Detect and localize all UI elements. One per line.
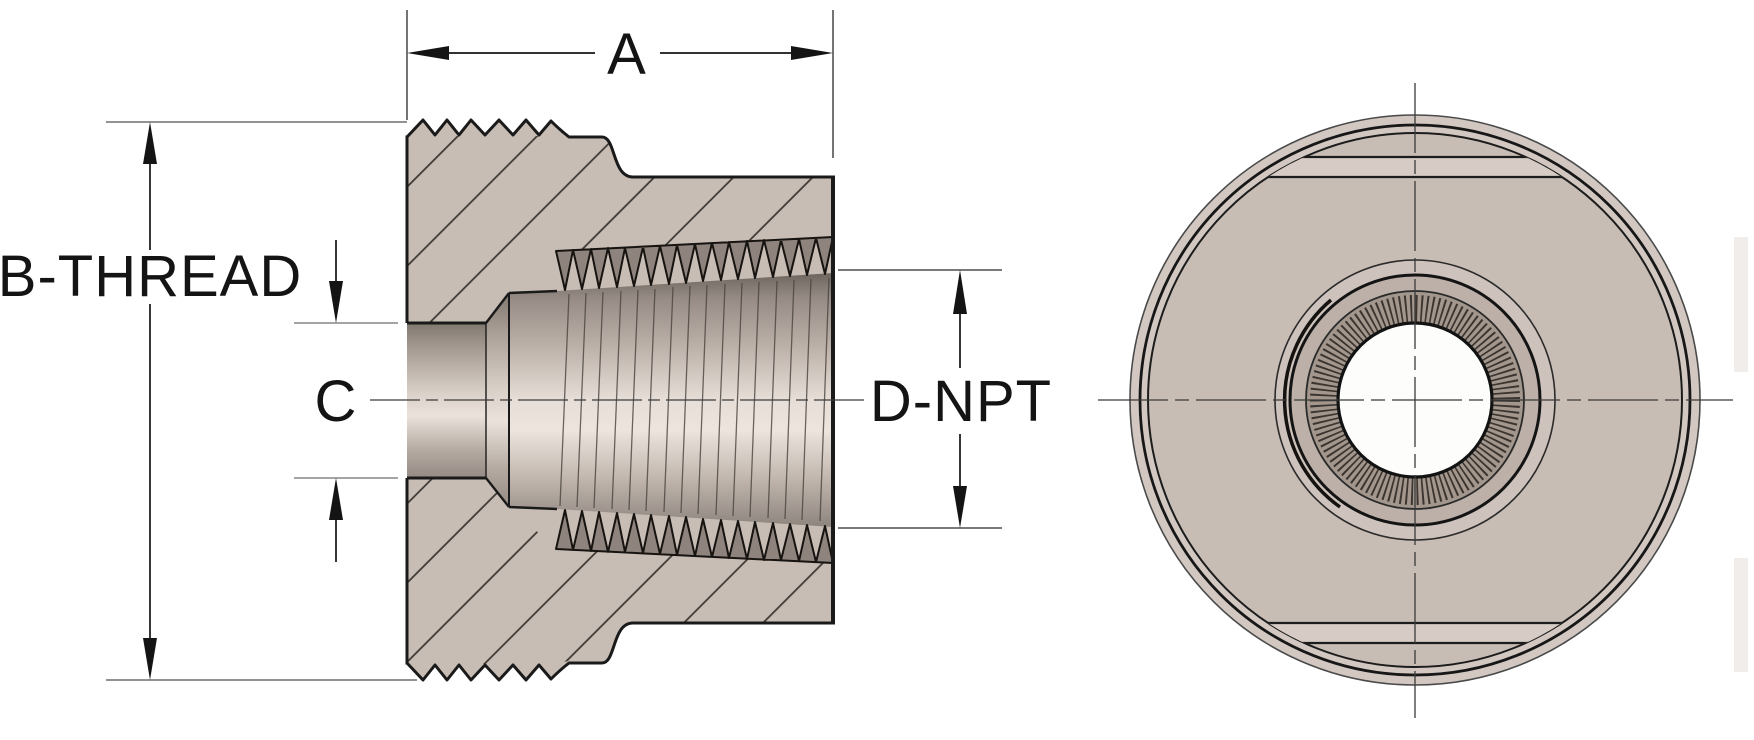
arrowhead-up-icon <box>329 478 343 520</box>
internal-thread-teeth-top <box>555 236 834 291</box>
thread-land-bottom-edge <box>508 505 558 511</box>
edge-artifact-bottom <box>1734 558 1748 672</box>
dimension-c: C <box>294 240 398 562</box>
arrowhead-right-icon <box>791 46 833 60</box>
dimension-a-label: A <box>607 22 647 87</box>
dimension-d-label: D-NPT <box>870 369 1052 434</box>
arrowhead-up-icon <box>953 270 967 314</box>
bore-chamfer-surface <box>486 293 509 507</box>
chamfer-bottom-edge <box>485 477 510 508</box>
thread-highlight-arc <box>1282 298 1342 509</box>
bottom-profile-edge <box>405 621 833 682</box>
dimension-c-label: C <box>315 369 358 434</box>
dimension-b-label: B-THREAD <box>0 244 302 309</box>
end-view <box>1098 83 1748 718</box>
arrowhead-down-icon <box>143 638 157 680</box>
arrowhead-left-icon <box>407 46 449 60</box>
top-profile-edge <box>405 118 833 179</box>
chamfer-top-edge <box>485 292 510 324</box>
dimension-b-thread: B-THREAD <box>0 122 302 680</box>
arrowhead-down-icon <box>953 486 967 528</box>
arrowhead-up-icon <box>143 122 157 164</box>
arrowhead-down-icon <box>329 281 343 323</box>
dimension-a: A <box>406 10 834 158</box>
thread-land-top-edge <box>508 289 558 295</box>
internal-thread-teeth-bottom <box>555 509 834 564</box>
dimension-d-npt: D-NPT <box>838 269 1052 529</box>
edge-artifact-top <box>1734 237 1748 372</box>
